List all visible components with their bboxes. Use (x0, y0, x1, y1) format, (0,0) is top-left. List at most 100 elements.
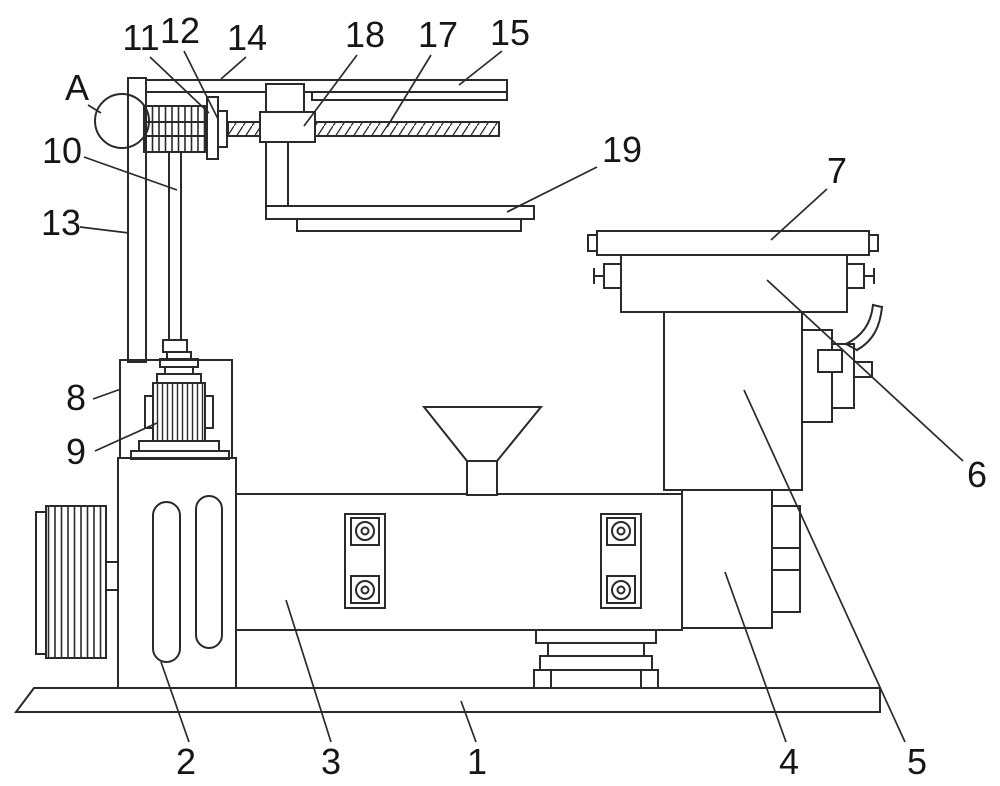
head-body (681, 489, 773, 629)
bolt-square-2a (606, 517, 636, 546)
leader-lines (79, 50, 964, 743)
slider-upper (265, 83, 305, 113)
label-9: 9 (66, 431, 86, 472)
bolt-2a-outer (611, 521, 631, 541)
leader-line-11 (149, 56, 210, 114)
lid-tab-right (868, 234, 879, 252)
label-11: 11 (122, 17, 159, 58)
discharge-head (681, 489, 801, 629)
lid-tab-left (587, 234, 598, 252)
housing-slot-right (195, 495, 223, 649)
stack-connector (105, 561, 119, 591)
hopper-assembly (587, 230, 884, 491)
leader-line-18 (303, 54, 358, 127)
bolt-2b-inner (616, 585, 626, 595)
motor-tab-left (144, 395, 154, 429)
leader-line-14 (220, 56, 247, 80)
leader-line-12 (183, 50, 219, 120)
left-housing (117, 457, 237, 689)
ribbed-stack (35, 505, 119, 659)
hopper-upper-box (620, 254, 848, 313)
support-column (127, 77, 147, 363)
bolt-square-2b (606, 575, 636, 604)
lever-hook-tip (871, 303, 884, 309)
barrel (235, 493, 683, 631)
label-1: 1 (467, 741, 487, 782)
label-3: 3 (321, 741, 341, 782)
label-18: 18 (345, 14, 385, 55)
label-12: 12 (160, 10, 200, 51)
label-4: 4 (779, 741, 799, 782)
leader-line-6 (766, 279, 964, 462)
bolt-plate-1 (344, 513, 386, 609)
leader-line-2 (160, 661, 190, 743)
lever-hook-base (844, 342, 859, 352)
leader-line-7 (770, 188, 828, 241)
bolt-square-1b (350, 575, 380, 604)
leader-line-19 (506, 166, 598, 213)
motor-frame (119, 359, 233, 459)
label-10: 10 (42, 130, 82, 171)
bolt-plate-2 (600, 513, 642, 609)
bracket-plate (265, 141, 535, 232)
bolt-1a-inner (360, 526, 370, 536)
column-body (127, 77, 147, 363)
label-19: 19 (602, 129, 642, 170)
motor-base-upper (138, 440, 220, 452)
barrel-support (533, 629, 659, 689)
support-tier-2 (547, 642, 645, 657)
motor-assembly (119, 151, 233, 460)
stack-ribs (45, 505, 107, 659)
label-2: 2 (176, 741, 196, 782)
rod-coupling (162, 339, 188, 353)
label-8: 8 (66, 377, 86, 418)
brush-bristles (143, 105, 207, 153)
leader-line-17 (386, 54, 432, 128)
label-7: 7 (827, 150, 847, 191)
bolt-1b-outer (355, 580, 375, 600)
base-plate (14, 687, 881, 713)
support-foot-left (533, 669, 552, 689)
hopper-lid (596, 230, 870, 256)
leader-line-4 (724, 571, 787, 743)
label-13: 13 (41, 202, 81, 243)
leader-line-15 (458, 50, 503, 86)
base-plate-outline (14, 687, 881, 713)
label-a: A (65, 67, 89, 108)
label-6: 6 (967, 454, 987, 495)
plate-lower (296, 218, 522, 232)
leader-line-9 (94, 422, 158, 452)
housing-body (117, 457, 237, 689)
plate-upper (265, 205, 535, 220)
bolt-2b-outer (611, 580, 631, 600)
detail-circle-a (94, 93, 150, 149)
clamp-left (603, 263, 622, 289)
brush-assembly (143, 96, 229, 160)
funnel-cone (421, 406, 544, 462)
leader-line-10 (83, 156, 178, 191)
rail-secondary (311, 91, 508, 101)
head-plate (771, 505, 801, 613)
support-tier-1 (535, 629, 657, 644)
clamp-right (846, 263, 865, 289)
leader-line-3 (285, 599, 332, 743)
washer-1 (166, 351, 192, 360)
lever-hook-outer (844, 303, 875, 346)
feed-funnel (421, 406, 544, 496)
support-foot-right (640, 669, 659, 689)
bolt-square-1a (350, 517, 380, 546)
motor-body (152, 382, 206, 442)
slider-lower (259, 111, 316, 143)
label-14: 14 (227, 17, 267, 58)
funnel-neck (466, 460, 498, 496)
side-bracket (801, 329, 833, 423)
leader-line-5 (743, 389, 906, 743)
label-15: 15 (490, 12, 530, 53)
reference-labels: A 11 12 14 18 17 15 10 13 19 7 8 9 6 1 2… (41, 10, 987, 782)
leader-line-1 (460, 700, 477, 743)
drive-rod (168, 151, 182, 341)
label-17: 17 (418, 14, 458, 55)
support-tier-3 (539, 655, 653, 671)
